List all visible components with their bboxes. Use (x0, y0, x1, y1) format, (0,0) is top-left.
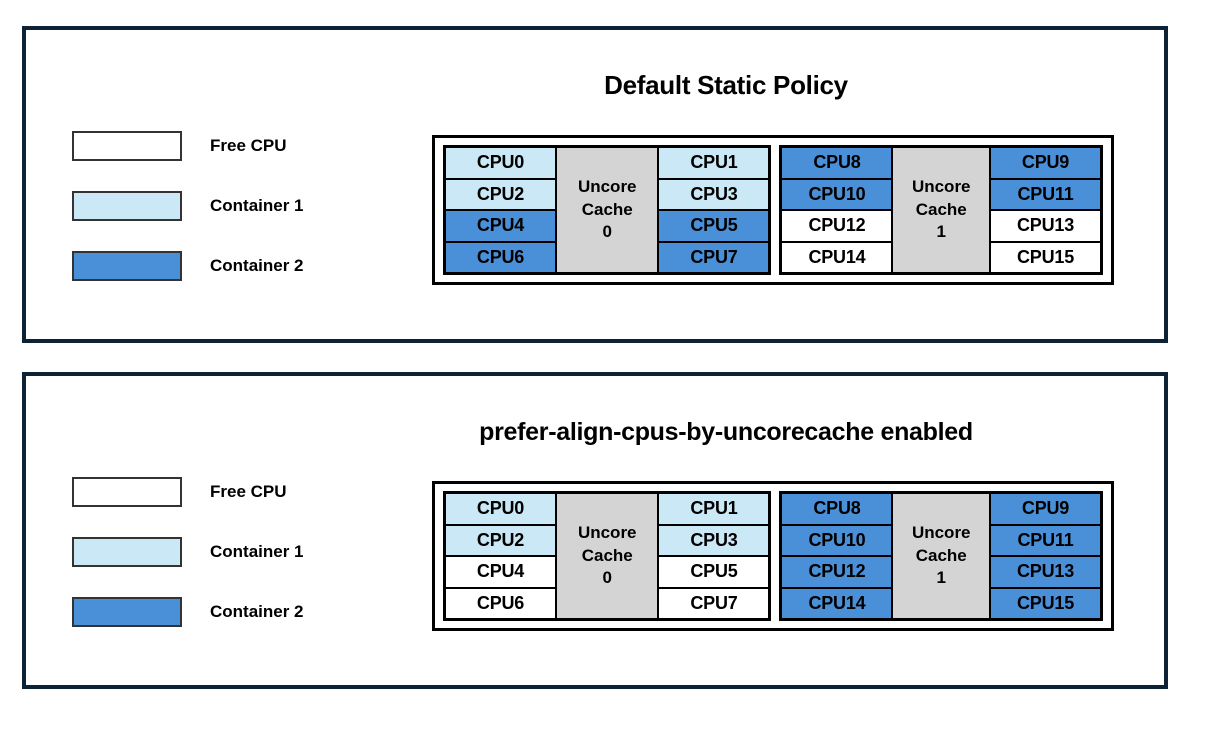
legend-row-free-cpu: Free CPU (72, 477, 332, 507)
legend: Free CPU Container 1 Container 2 (72, 477, 332, 627)
uncore-cache-label-line-1: Uncore (911, 523, 971, 543)
cpu-cell-cpu7: CPU7 (658, 241, 770, 273)
uncore-cache-label-line-2: Cache (581, 199, 633, 219)
legend-swatch-container-1 (72, 191, 182, 221)
cpu-cell-cpu5: CPU5 (658, 556, 770, 588)
cpu-cell-cpu13: CPU13 (990, 556, 1101, 588)
diagram-panel-prefer-align-cpus-by-uncorecache: prefer-align-cpus-by-uncorecache enabled… (22, 372, 1168, 689)
legend: Free CPU Container 1 Container 2 (72, 131, 332, 281)
cpu-cell-cpu15: CPU15 (990, 241, 1101, 273)
cpu-cell-cpu11: CPU11 (990, 178, 1101, 210)
cpu-cell-cpu14: CPU14 (781, 241, 893, 273)
uncore-cache-label-line-3: 1 (936, 222, 946, 242)
cpu-cell-cpu5: CPU5 (658, 210, 770, 242)
uncore-cache-label-line-3: 0 (602, 568, 612, 588)
cpu-cell-cpu1: CPU1 (658, 147, 770, 179)
cpu-cell-cpu15: CPU15 (990, 587, 1101, 619)
cpu-cell-cpu6: CPU6 (445, 241, 556, 273)
cpu-cell-cpu0: CPU0 (445, 493, 556, 525)
legend-row-container-2: Container 2 (72, 251, 332, 281)
cpu-cell-cpu12: CPU12 (781, 556, 893, 588)
legend-label-container-1: Container 1 (210, 196, 304, 215)
legend-swatch-container-2 (72, 597, 182, 627)
legend-row-container-2: Container 2 (72, 597, 332, 627)
legend-label-free-cpu: Free CPU (210, 136, 287, 155)
legend-swatch-free-cpu (72, 131, 182, 161)
legend-row-free-cpu: Free CPU (72, 131, 332, 161)
uncore-cache-label-line-2: Cache (581, 545, 633, 565)
cpu-cell-cpu8: CPU8 (781, 493, 893, 525)
uncore-cache-label-line-1: Uncore (577, 177, 637, 197)
cpu-cell-cpu10: CPU10 (781, 524, 893, 556)
cpu-cell-cpu6: CPU6 (445, 587, 556, 619)
legend-swatch-container-1 (72, 537, 182, 567)
legend-label-container-2: Container 2 (210, 256, 304, 275)
cpu-cell-cpu9: CPU9 (990, 493, 1101, 525)
cpu-cell-cpu2: CPU2 (445, 178, 556, 210)
cpu-cell-cpu0: CPU0 (445, 147, 556, 179)
cpu-cell-cpu7: CPU7 (658, 587, 770, 619)
uncore-cache-label-line-2: Cache (915, 545, 967, 565)
cpu-cell-cpu4: CPU4 (445, 556, 556, 588)
uncore-cache-label-line-3: 0 (602, 222, 612, 242)
cpu-cell-cpu1: CPU1 (658, 493, 770, 525)
cpu-cell-cpu4: CPU4 (445, 210, 556, 242)
cpu-cell-cpu8: CPU8 (781, 147, 893, 179)
cpu-cell-cpu11: CPU11 (990, 524, 1101, 556)
legend-swatch-container-2 (72, 251, 182, 281)
cpu-cell-cpu9: CPU9 (990, 147, 1101, 179)
cpu-cell-cpu3: CPU3 (658, 178, 770, 210)
legend-label-container-1: Container 1 (210, 542, 304, 561)
uncore-cache-label-line-1: Uncore (911, 177, 971, 197)
panel-title: prefer-align-cpus-by-uncorecache enabled (479, 418, 973, 446)
uncore-cache-label-line-3: 1 (936, 568, 946, 588)
legend-swatch-free-cpu (72, 477, 182, 507)
cpu-cell-cpu12: CPU12 (781, 210, 893, 242)
cpu-cell-cpu3: CPU3 (658, 524, 770, 556)
legend-row-container-1: Container 1 (72, 537, 332, 567)
legend-label-free-cpu: Free CPU (210, 482, 287, 501)
cpu-cell-cpu2: CPU2 (445, 524, 556, 556)
uncore-cache-label-line-2: Cache (915, 199, 967, 219)
cpu-cell-cpu14: CPU14 (781, 587, 893, 619)
cpu-cell-cpu10: CPU10 (781, 178, 893, 210)
diagram-panel-default-static-policy: Default Static Policy Free CPU Container… (22, 26, 1168, 343)
cpu-cell-cpu13: CPU13 (990, 210, 1101, 242)
legend-label-container-2: Container 2 (210, 602, 304, 621)
legend-row-container-1: Container 1 (72, 191, 332, 221)
uncore-cache-label-line-1: Uncore (577, 523, 637, 543)
panel-title: Default Static Policy (604, 70, 848, 100)
